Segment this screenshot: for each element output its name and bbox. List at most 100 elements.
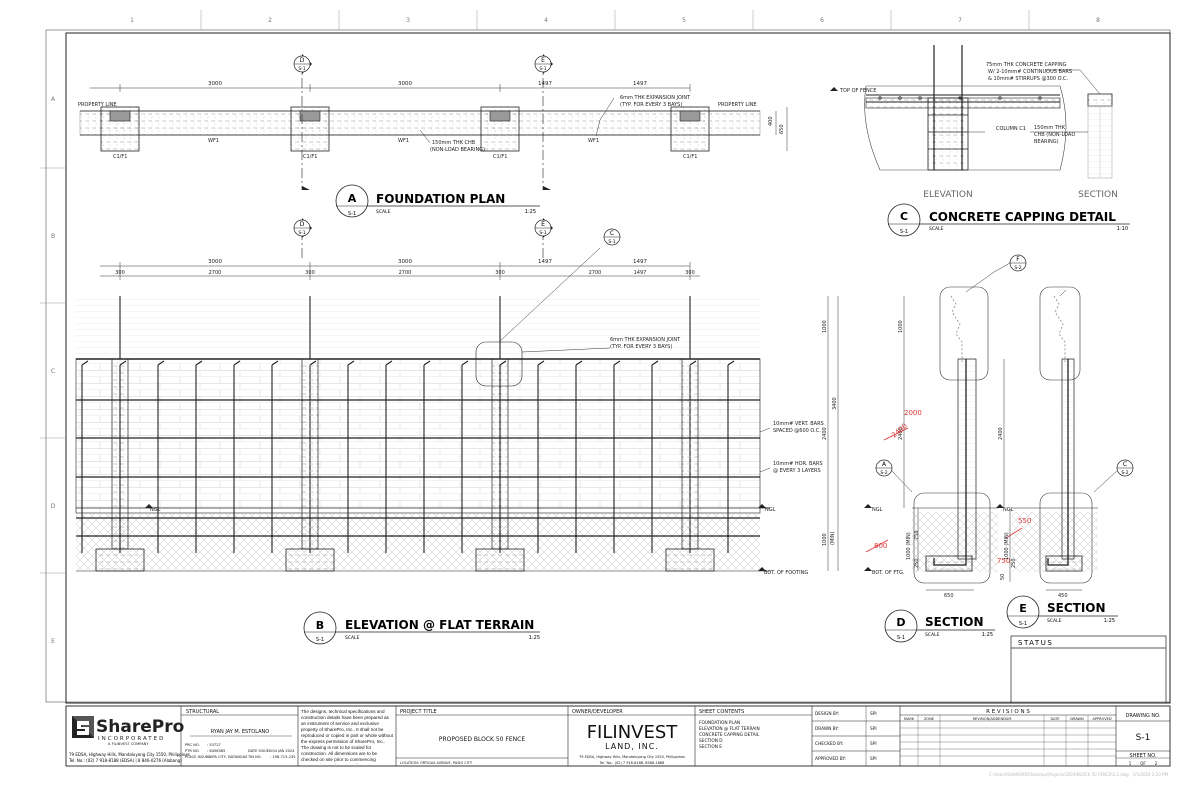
- svg-text:B: B: [316, 619, 324, 632]
- svg-text:C: C: [1123, 461, 1127, 468]
- sharepro-logo: SharePro INCORPORATED A FILINVEST COMPAN…: [72, 716, 184, 746]
- svg-text:1000: 1000: [898, 320, 904, 333]
- svg-text:S-1: S-1: [298, 230, 305, 236]
- elev-vert-bars-1: 10mm# VERT. BARS: [773, 421, 824, 427]
- grid-col-4: 4: [544, 17, 548, 24]
- svg-text:: 04 JAN 2024: : 04 JAN 2024: [270, 749, 295, 753]
- svg-text:DRAWN: DRAWN: [1070, 717, 1084, 721]
- svg-text:BOT. OF FTG.: BOT. OF FTG.: [872, 570, 905, 576]
- engineer-name: RYAN JAY M. ESTOLANO: [211, 729, 270, 735]
- project-title-label: PROJECT TITLE: [400, 709, 437, 715]
- svg-text:S-1: S-1: [298, 66, 305, 72]
- svg-text:S-1: S-1: [1019, 621, 1027, 627]
- svg-text:2700: 2700: [589, 270, 602, 276]
- elev-wall-body: [76, 295, 760, 359]
- svg-text:D: D: [300, 57, 305, 64]
- grid-ticks: [40, 10, 1030, 574]
- elevation-view: 3000 3000 1497 1497 300 2700 300 2700 30…: [75, 247, 839, 576]
- svg-text:S-1: S-1: [539, 230, 546, 236]
- marker-f-e: [1059, 289, 1067, 297]
- sheet-no: 1: [1129, 761, 1132, 766]
- marker-e-elev: E S-1: [534, 218, 553, 260]
- svg-text:SPI: SPI: [870, 726, 877, 732]
- svg-text:DESIGN BY:: DESIGN BY:: [815, 711, 839, 717]
- svg-text:NGL: NGL: [1003, 507, 1014, 513]
- svg-text:ELEVATION @ FLAT TERRAIN: ELEVATION @ FLAT TERRAIN: [345, 618, 534, 632]
- svg-text:1000: 1000: [822, 320, 828, 333]
- view-a-scale-label: SCALE: [376, 209, 391, 215]
- cap-note-1: 75mm THK CONCRETE CAPPING: [986, 62, 1067, 68]
- elev-dim-top-4: 1497: [633, 259, 647, 265]
- red-750: 750: [997, 557, 1010, 565]
- svg-text:E: E: [541, 57, 545, 64]
- elev-ngl-right: NGL: [765, 507, 776, 513]
- svg-text:D: D: [896, 616, 905, 629]
- svg-text:D: D: [300, 221, 305, 228]
- view-a-sheet: S-1: [348, 211, 356, 217]
- plan-dim-3: 1497: [633, 81, 647, 87]
- plan-wf1-3: WF1: [588, 138, 599, 144]
- svg-text:1:25: 1:25: [529, 635, 540, 641]
- grid-col-2: 2: [268, 17, 272, 24]
- svg-text:NGL: NGL: [872, 507, 883, 513]
- title-block-grid: [65, 705, 1171, 767]
- svg-text:A: A: [882, 461, 887, 468]
- view-title-c: C S-1 CONCRETE CAPPING DETAIL SCALE 1:10: [887, 203, 1130, 237]
- elev-dim-top-1: 3000: [208, 259, 222, 265]
- svg-text:300: 300: [495, 270, 505, 276]
- grid-labels: 1 2 3 4 5 6 7 8 A B C D E: [51, 17, 1100, 645]
- marker-e-plan: E S-1: [534, 54, 553, 74]
- svg-text:(MIN): (MIN): [830, 532, 836, 545]
- revisions-label: R E V I S I O N S: [986, 709, 1030, 715]
- company-sub: INCORPORATED: [98, 736, 165, 742]
- svg-text:: 6456365: : 6456365: [207, 749, 225, 753]
- svg-text:DRAWN BY:: DRAWN BY:: [815, 726, 839, 732]
- svg-text:SECTION E: SECTION E: [699, 744, 722, 750]
- plan-dim-400: 400: [768, 116, 774, 126]
- plan-wf1-1: WF1: [208, 138, 219, 144]
- company-addr: 79 EDSA, Highway Hills, Mandaluyong City…: [69, 752, 190, 757]
- sheet-of: OF: [1140, 761, 1146, 766]
- svg-text:CHECKED BY:: CHECKED BY:: [815, 741, 843, 747]
- svg-text:450: 450: [1058, 593, 1068, 599]
- owner-addr: 79 EDSA, Highway Hills, Mandaluyong City…: [579, 755, 685, 759]
- svg-text:PLACE ISSUED: PLACE ISSUED: [185, 755, 211, 759]
- svg-text:1000 (MIN): 1000 (MIN): [1004, 532, 1010, 560]
- svg-text:CONCRETE CAPPING DETAIL: CONCRETE CAPPING DETAIL: [699, 732, 760, 738]
- elev-hor-bars-2: @ EVERY 3 LAYERS: [773, 468, 821, 474]
- plan-dim-line: [90, 84, 691, 92]
- svg-text:300: 300: [115, 270, 125, 276]
- svg-text:SCALE: SCALE: [925, 632, 940, 638]
- plan-dim-650: 650: [779, 124, 785, 134]
- svg-text:PTR NO.: PTR NO.: [185, 749, 200, 753]
- elev-ngl-left: NGL: [150, 507, 161, 513]
- plan-joint-note-1: 6mm THK EXPANSION JOINT: [620, 95, 691, 101]
- svg-text:S-1: S-1: [539, 66, 546, 72]
- svg-text:1000: 1000: [822, 533, 828, 546]
- svg-text:ZONE: ZONE: [924, 717, 934, 721]
- marker-f: F S-2: [965, 254, 1027, 293]
- plan-tag-3: C1/F1: [493, 154, 507, 160]
- drawing-no-label: DRAWING NO.: [1126, 713, 1161, 719]
- elev-column-dowels: [119, 296, 691, 359]
- sheet-total: 2: [1155, 761, 1158, 766]
- structural-label: STRUCTURAL: [186, 709, 219, 715]
- grid-row-b: B: [51, 233, 55, 240]
- svg-text:2700: 2700: [399, 270, 412, 276]
- view-a-scale: 1:25: [525, 209, 536, 215]
- view-title-e: E S-1 SECTION SCALE 1:25: [1006, 595, 1118, 629]
- elev-joint-note-1: 6mm THK EXPANSION JOINT: [610, 337, 681, 343]
- plan-tag-4: C1/F1: [683, 154, 697, 160]
- cap-chb-2: CHB (NON-LOAD: [1034, 132, 1075, 138]
- plan-chb-note-2: (NON-LOAD BEARING): [430, 147, 485, 153]
- svg-text:300: 300: [305, 270, 315, 276]
- svg-text:SECTION D: SECTION D: [699, 738, 723, 744]
- company-tag: A FILINVEST COMPANY: [108, 742, 149, 746]
- elev-hor-bars-1: 10mm# HOR. BARS: [773, 461, 823, 467]
- svg-text:SCALE: SCALE: [929, 226, 944, 232]
- svg-text:: 53727: : 53727: [207, 743, 221, 747]
- svg-text:1:10: 1:10: [1117, 226, 1128, 232]
- svg-text:APPROVED BY:: APPROVED BY:: [815, 756, 846, 762]
- svg-text:3400: 3400: [832, 397, 838, 410]
